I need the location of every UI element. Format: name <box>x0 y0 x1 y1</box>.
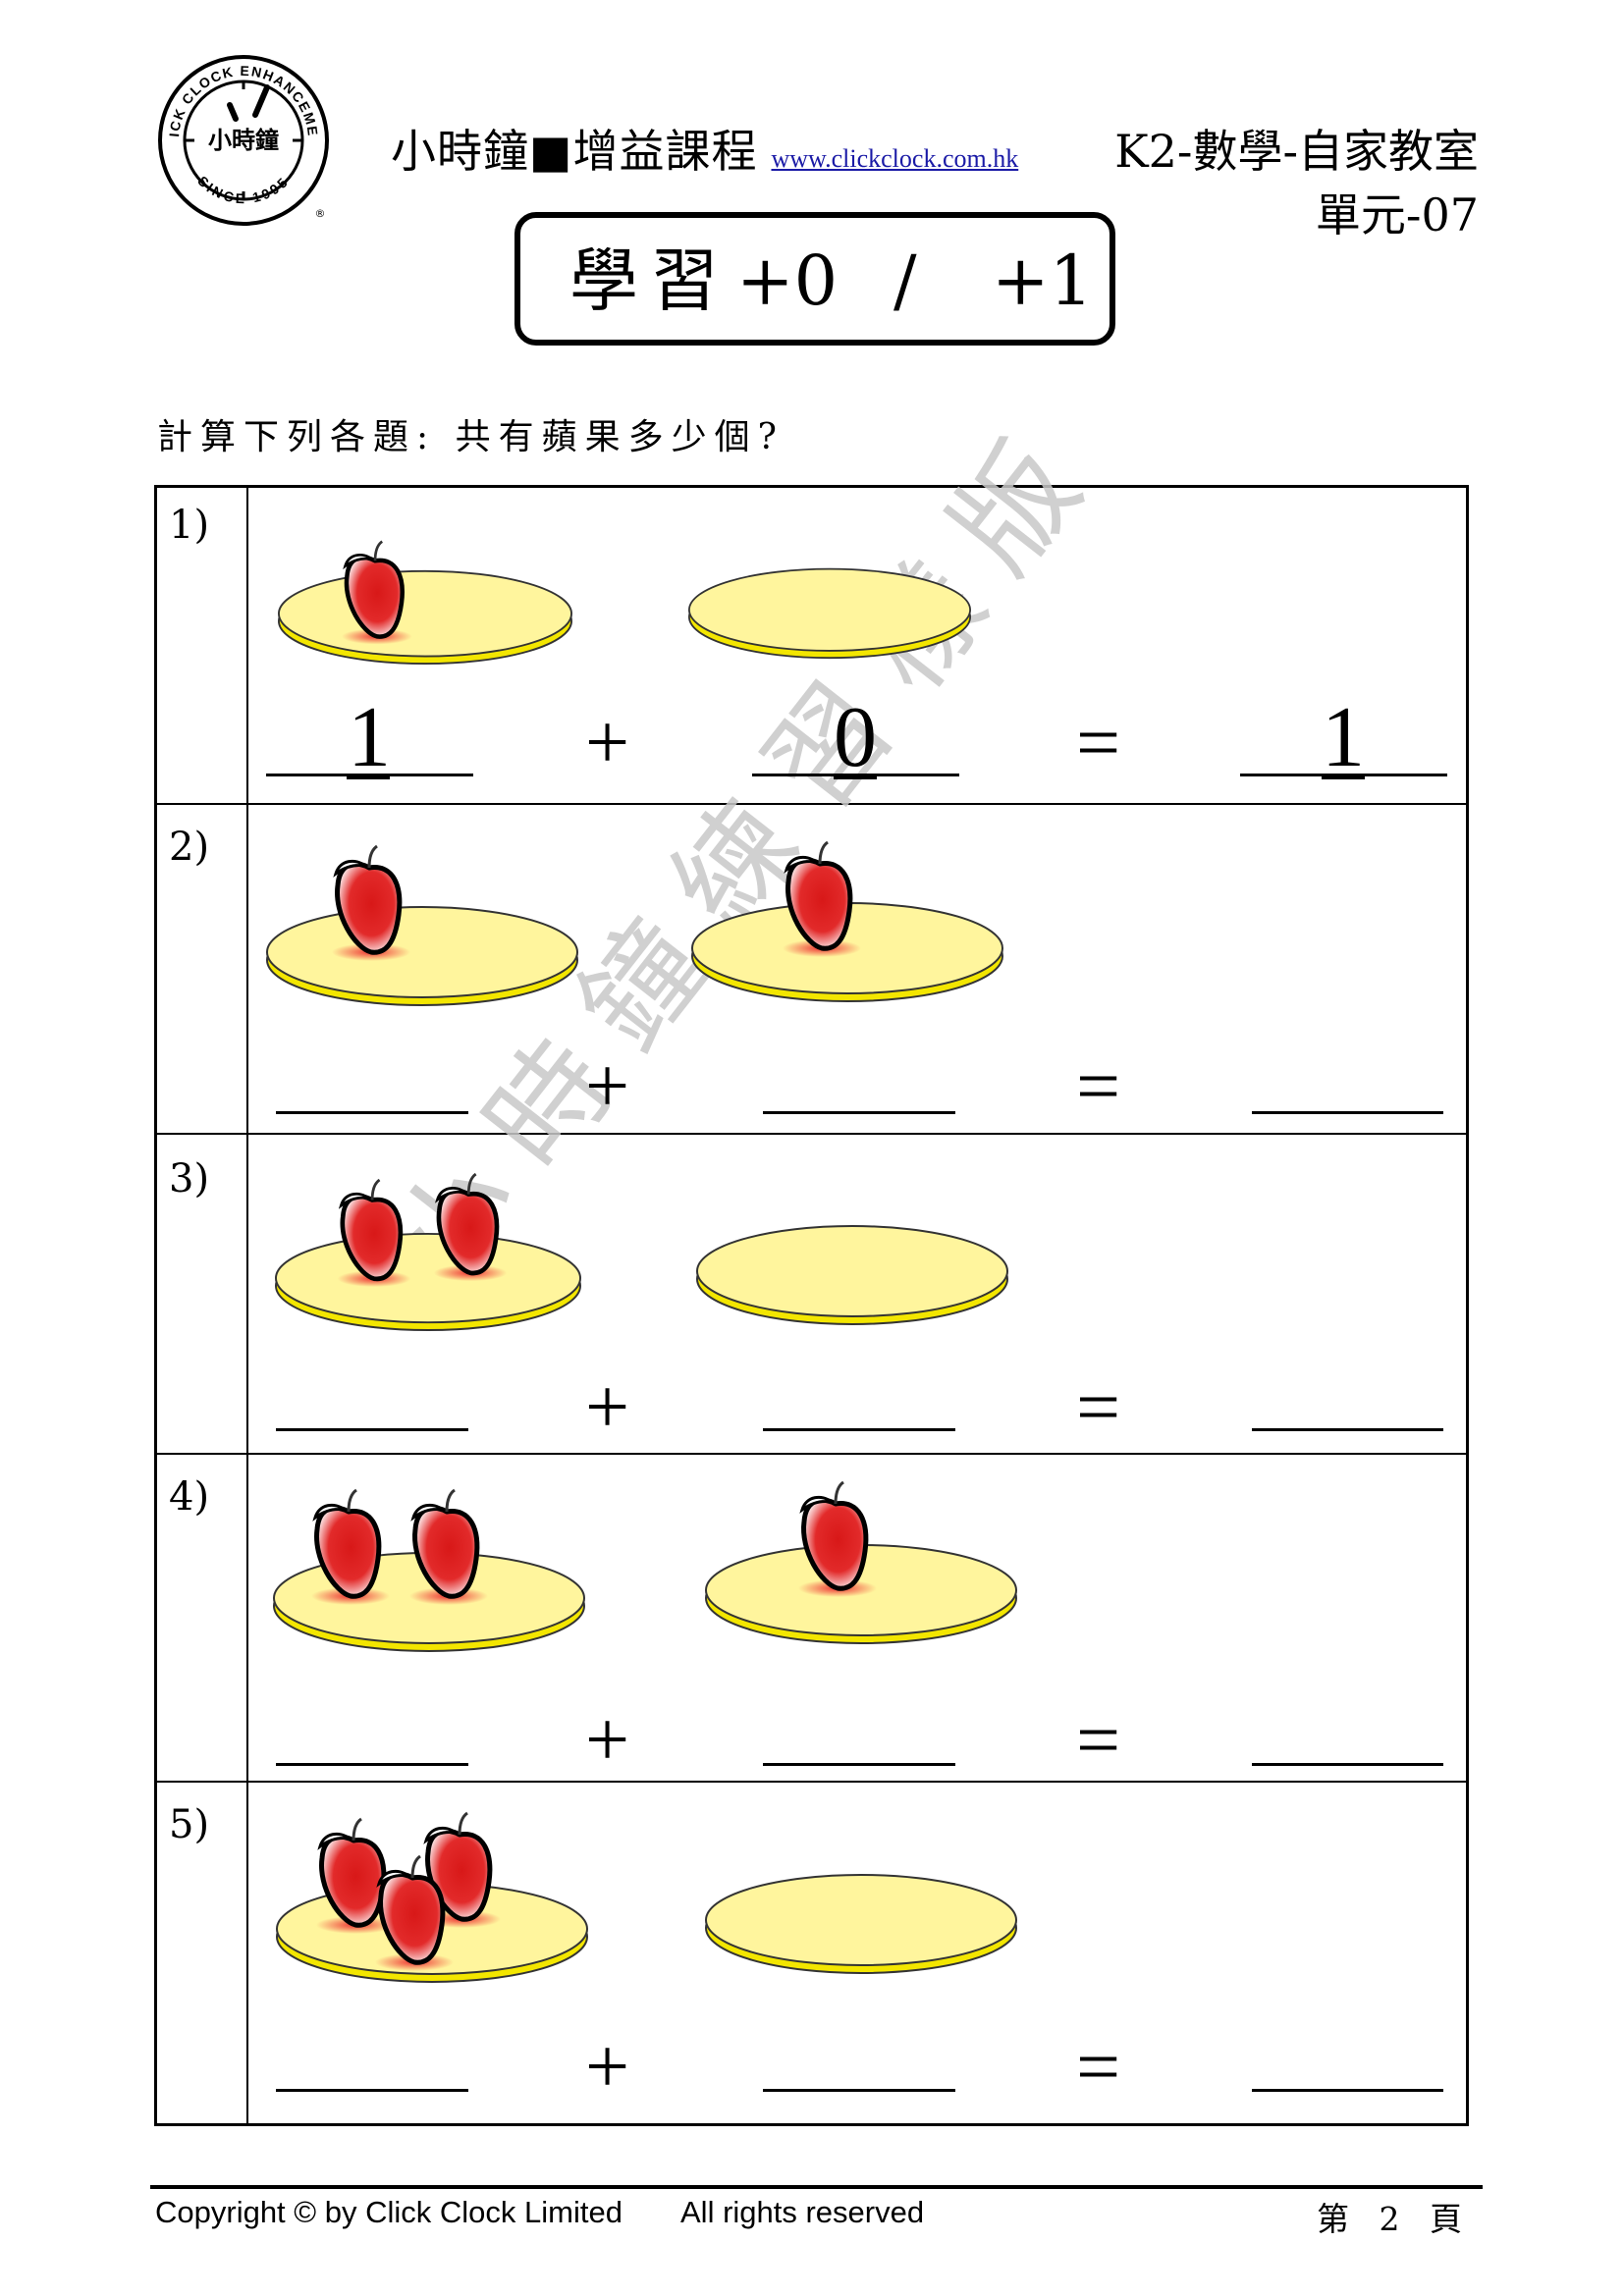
row-divider <box>154 1781 1469 1783</box>
registered-mark: ® <box>315 207 326 220</box>
website-link[interactable]: www.clickclock.com.hk <box>771 144 1019 173</box>
plus-sign: + <box>585 1043 630 1130</box>
footer-divider <box>150 2185 1483 2189</box>
answer-blank-right[interactable] <box>763 1111 955 1114</box>
row-divider <box>154 1133 1469 1135</box>
title-separator: / <box>893 240 917 321</box>
plate-with-apples-icon <box>266 903 578 1006</box>
plus-sign: + <box>585 700 630 786</box>
logo-center-text: 小時鐘 <box>208 127 279 154</box>
answer-total[interactable]: 1 <box>1322 690 1365 785</box>
plate-with-apples-icon <box>691 899 1003 1002</box>
number-column-divider <box>246 485 248 2126</box>
answer-blank-total[interactable] <box>1252 2089 1443 2092</box>
copyright-text: Copyright © by Click Clock Limited <box>155 2195 623 2229</box>
course-label: K2-數學-自家教室 <box>1114 125 1479 178</box>
plate-left <box>270 1230 586 1332</box>
answer-blank-right[interactable] <box>763 1428 955 1431</box>
answer-blank-right[interactable] <box>763 1763 955 1766</box>
brand-name: 小時鐘■增益課程 <box>391 125 758 178</box>
title-label: 學習 <box>569 240 731 321</box>
clock-logo-icon: CLICK CLOCK ENHANCEMENT SINCE 1995 小時鐘 ® <box>151 41 329 226</box>
plate-right <box>699 1541 1023 1645</box>
answer-blank-total[interactable] <box>1252 1111 1443 1114</box>
answer-blank-left[interactable] <box>276 1111 468 1114</box>
empty-plate-icon <box>687 567 972 660</box>
plate-left <box>273 567 577 666</box>
unit-label: 單元-07 <box>1315 188 1479 241</box>
question-number: 2) <box>169 825 210 870</box>
answer-underline <box>834 774 877 779</box>
plate-with-apples-icon <box>277 567 573 666</box>
answer-left[interactable]: 1 <box>348 690 391 785</box>
rights-text: All rights reserved <box>680 2195 925 2229</box>
answer-blank-left[interactable] <box>276 1763 468 1766</box>
instruction-text: 計算下列各題: 共有蘋果多少個? <box>157 417 785 457</box>
answer-underline <box>1322 774 1365 779</box>
plate-left <box>270 1880 594 1984</box>
question-number: 5) <box>169 1802 210 1847</box>
plate-left <box>267 1549 591 1653</box>
answer-blank-left[interactable] <box>276 1428 468 1431</box>
plate-left <box>262 903 582 1007</box>
title-part-plus-one: +1 <box>992 240 1094 321</box>
plate-with-apples-icon <box>275 1230 581 1332</box>
plate-right <box>699 1871 1023 1975</box>
plate-right <box>677 565 982 660</box>
equals-sign: = <box>1076 1364 1121 1451</box>
answer-underline <box>347 774 390 779</box>
equals-sign: = <box>1076 2024 1121 2110</box>
plate-right <box>687 899 1007 1003</box>
empty-plate-icon <box>696 1225 1008 1325</box>
worksheet-title-box: 學習 +0 / +1 <box>514 212 1115 346</box>
question-number: 3) <box>169 1156 210 1201</box>
question-number: 4) <box>169 1474 210 1520</box>
equals-sign: = <box>1076 1043 1121 1130</box>
equals-sign: = <box>1076 1697 1121 1784</box>
plus-sign: + <box>585 1697 630 1784</box>
plus-sign: + <box>585 1364 630 1451</box>
page-number: 第 2 頁 <box>1317 2200 1472 2238</box>
plate-with-apples-icon <box>273 1549 585 1652</box>
answer-blank-left[interactable] <box>276 2089 468 2092</box>
plate-right <box>692 1222 1012 1326</box>
title-part-plus-zero: +0 <box>736 240 839 321</box>
answer-blank-right[interactable] <box>763 2089 955 2092</box>
questions-table <box>154 485 1469 2126</box>
empty-plate-icon <box>705 1874 1017 1974</box>
plate-with-apples-icon <box>276 1880 588 1983</box>
row-divider <box>154 1453 1469 1455</box>
row-divider <box>154 803 1469 805</box>
plus-sign: + <box>585 2024 630 2110</box>
logo-ring-bottom-text: SINCE 1995 <box>194 173 292 206</box>
answer-blank-total[interactable] <box>1252 1763 1443 1766</box>
logo-ring-top-text: CLICK CLOCK ENHANCEMENT <box>157 54 321 137</box>
plate-with-apples-icon <box>705 1541 1017 1644</box>
equals-sign: = <box>1076 700 1121 786</box>
question-number: 1) <box>169 503 210 548</box>
answer-right[interactable]: 0 <box>834 690 877 785</box>
click-clock-logo: CLICK CLOCK ENHANCEMENT SINCE 1995 小時鐘 ® <box>151 41 330 227</box>
answer-blank-total[interactable] <box>1252 1428 1443 1431</box>
brand-title: 小時鐘■增益課程 www.clickclock.com.hk <box>391 116 1018 181</box>
